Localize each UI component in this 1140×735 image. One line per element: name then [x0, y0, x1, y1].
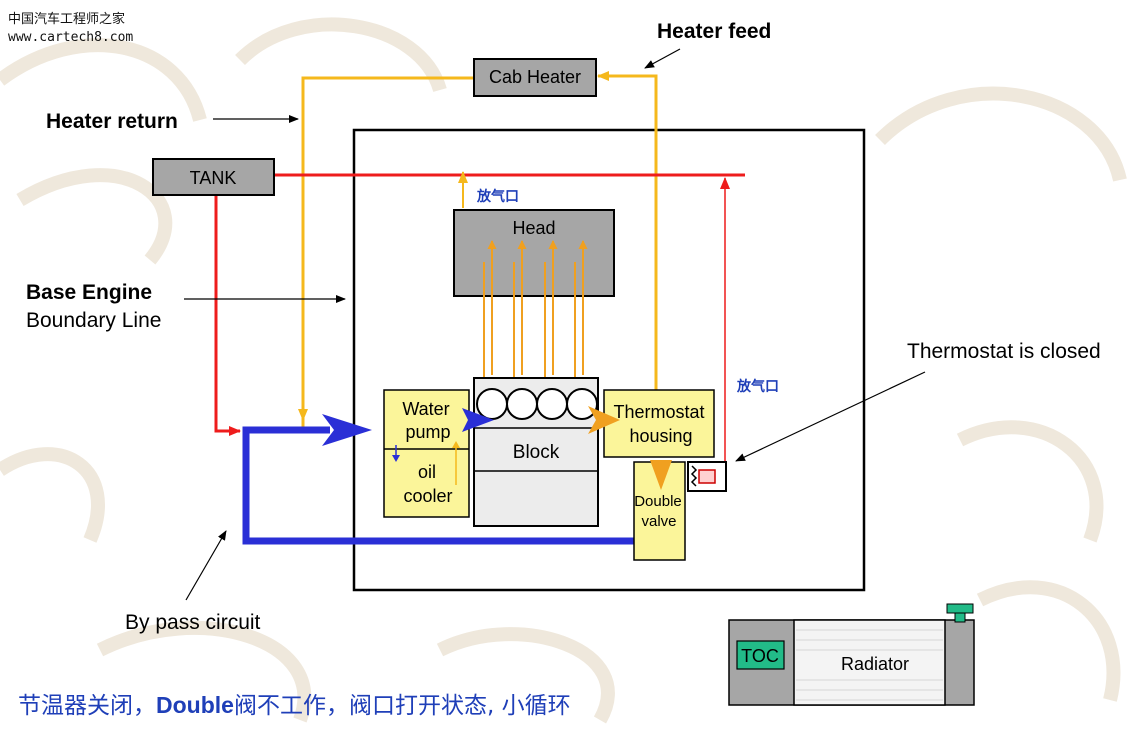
radiator-label: Radiator	[841, 654, 909, 674]
double-label: Double	[634, 493, 682, 510]
tank-circuit-lines	[214, 173, 745, 470]
bleed-label-top: 放气口	[476, 188, 519, 205]
footer-caption-pre: 节温器关闭，	[18, 693, 156, 719]
watermark-line1: 中国汽车工程师之家	[8, 12, 126, 27]
toc-box	[736, 640, 785, 670]
head-flow-arrows	[479, 240, 588, 391]
heater-feed-label: Heater feed	[657, 20, 771, 43]
tank-label: TANK	[190, 168, 237, 188]
water-pump-box	[383, 389, 470, 518]
pump-label: pump	[405, 422, 450, 442]
tank-box	[152, 158, 275, 196]
bleed-label-right: 放气口	[736, 378, 779, 395]
cooler-label: cooler	[403, 486, 452, 506]
radiator-cap-icon	[954, 612, 966, 623]
base-engine-label: Base Engine	[26, 281, 152, 304]
bypass-circuit-line	[242, 426, 640, 545]
block-to-thermostat-arrow	[588, 406, 620, 434]
watermark-line2: www.cartech8.com	[8, 30, 134, 45]
cab-heater-box	[473, 58, 597, 97]
radiator: TOC Radiator	[728, 603, 975, 706]
footer-caption: 节温器关闭，Double阀不工作，阀口打开状态, 小循环	[18, 686, 571, 720]
block-label: Block	[513, 442, 560, 463]
boundary-line-label: Boundary Line	[26, 309, 161, 332]
head-label: Head	[512, 218, 555, 238]
base-engine-boundary	[352, 128, 866, 592]
footer-caption-bold: Double	[156, 692, 234, 718]
toc-label: TOC	[741, 646, 779, 666]
housing-label: housing	[629, 426, 692, 446]
valve-label: valve	[641, 513, 676, 530]
bypass-arrowhead	[322, 414, 372, 446]
valve-actuator-icon	[687, 461, 727, 492]
thermostat-closed-label: Thermostat is closed	[907, 340, 1101, 363]
footer-caption-post: 阀不工作，阀口打开状态, 小循环	[233, 693, 571, 719]
bypass-label: By pass circuit	[125, 611, 261, 634]
oil-label: oil	[418, 462, 436, 482]
heater-return-label: Heater return	[46, 110, 178, 133]
cylinder-bores	[476, 388, 598, 420]
thermostat-housing-box	[603, 389, 715, 458]
water-label: Water	[402, 399, 449, 419]
thermostat-to-valve-arrow	[650, 460, 672, 490]
pump-outflow-arrowhead	[462, 408, 494, 432]
head-box	[453, 209, 615, 297]
cab-heater-label: Cab Heater	[489, 67, 581, 87]
thermostat-label: Thermostat	[613, 402, 704, 422]
